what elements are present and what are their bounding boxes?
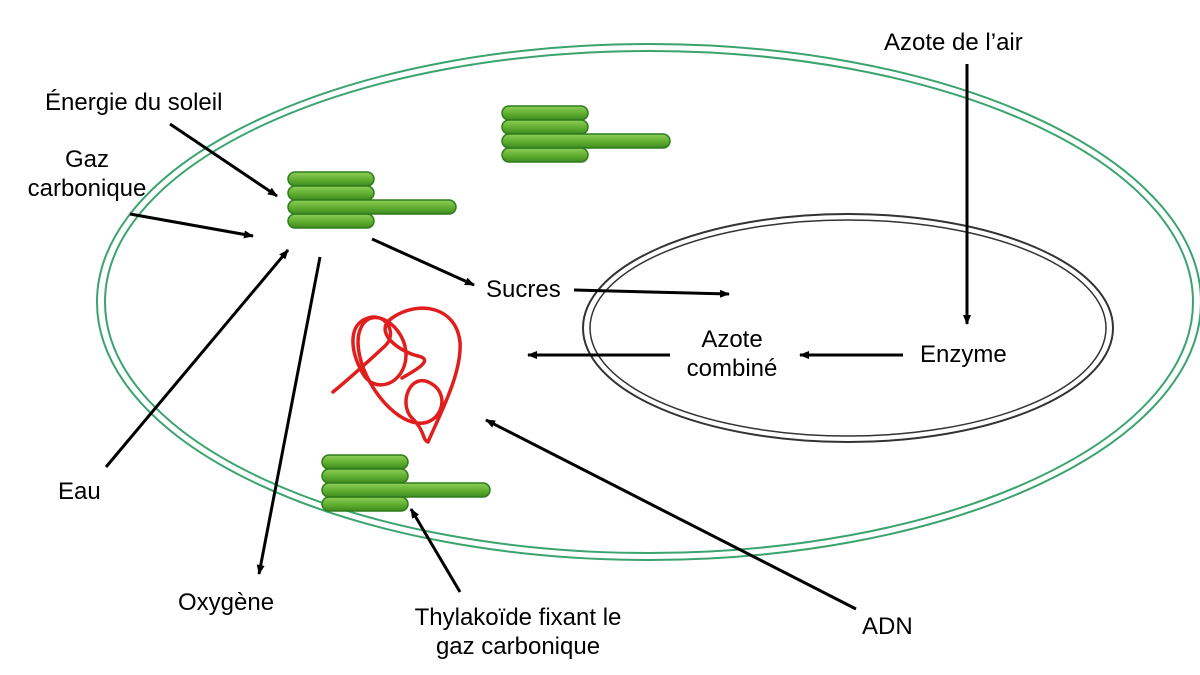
- label-azote-combine-line1: Azote: [701, 326, 763, 353]
- arrow-oxygene: [256, 256, 322, 575]
- arrow-sucres-nucleus: [573, 288, 730, 298]
- label-gaz-carbonique-line1: Gaz: [64, 146, 109, 173]
- label-eau: Eau: [58, 478, 101, 505]
- label-azote-combine: Azote combiné: [668, 325, 796, 383]
- label-enzyme: Enzyme: [920, 341, 1007, 368]
- label-gaz-carbonique: Gaz carbonique: [18, 145, 156, 203]
- arrow-thylakoide: [409, 508, 462, 593]
- arrows: [104, 64, 971, 611]
- arrow-gaz-carbonique: [129, 212, 254, 239]
- arrow-energie: [169, 122, 278, 198]
- label-gaz-carbonique-line2: carbonique: [27, 175, 147, 202]
- thylakoid-stack-1: [287, 171, 457, 229]
- arrow-eau: [104, 249, 290, 468]
- label-oxygene: Oxygène: [178, 589, 275, 616]
- arrow-adn: [485, 418, 857, 611]
- label-adn: ADN: [862, 613, 913, 640]
- arrow-sucres: [371, 237, 475, 287]
- label-thylakoide-line2: gaz carbonique: [435, 633, 601, 660]
- thylakoid-stack-3: [321, 454, 491, 512]
- label-azote-combine-line2: combiné: [686, 355, 778, 382]
- label-energie-soleil: Énergie du soleil: [45, 89, 223, 116]
- dna-strand: [331, 306, 462, 444]
- thylakoid-stack-2: [501, 105, 671, 163]
- label-thylakoide-line1: Thylakoïde fixant le: [414, 604, 622, 631]
- cell-membrane: [96, 43, 1200, 561]
- label-sucres: Sucres: [486, 276, 561, 303]
- label-thylakoide: Thylakoïde fixant le gaz carbonique: [398, 603, 638, 661]
- nucleus: [582, 213, 1114, 443]
- label-azote-air: Azote de l’air: [884, 29, 1023, 56]
